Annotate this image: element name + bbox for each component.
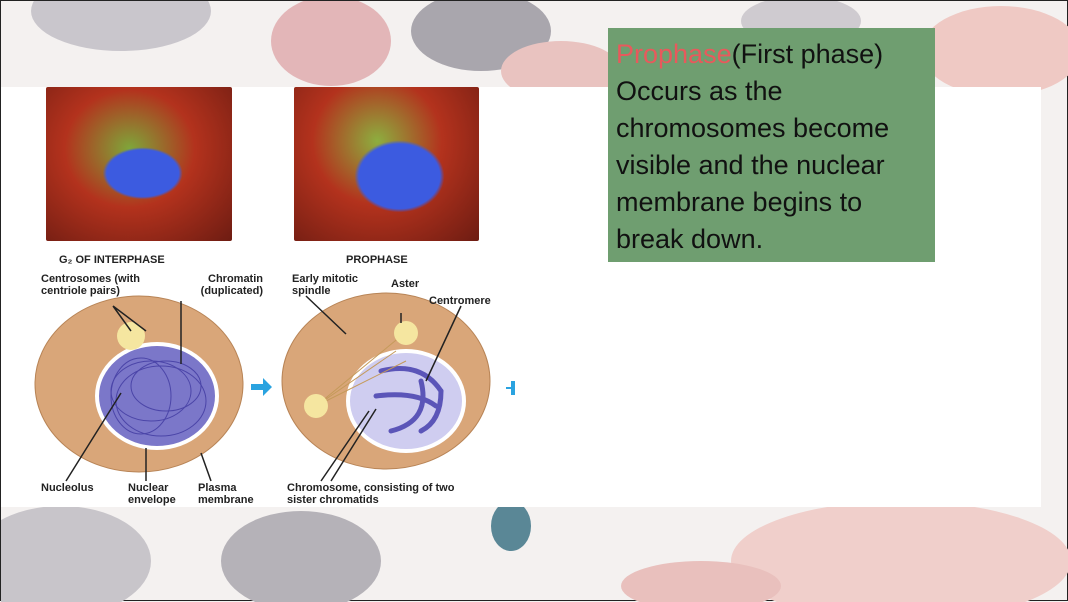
- interphase-cell: [34, 295, 244, 482]
- prophase-description-box: Prophase(First phase) Occurs as the chro…: [608, 28, 935, 262]
- label-nuclear-envelope: Nuclear envelope: [128, 482, 176, 506]
- cell-diagrams: [34, 292, 515, 482]
- label-aster: Aster: [391, 278, 420, 290]
- label-chromatin: Chromatin (duplicated): [200, 273, 263, 297]
- label-nucleolus: Nucleolus: [41, 482, 94, 494]
- phase-subtitle: (First phase): [731, 39, 884, 69]
- label-centromere: Centromere: [429, 295, 491, 307]
- prophase-title: PROPHASE: [346, 254, 408, 266]
- phase-name: Prophase: [616, 39, 732, 69]
- arrow-icon: [251, 378, 272, 396]
- phase-description: Occurs as the chromosomes become visible…: [616, 76, 890, 254]
- prophase-micrograph: [294, 87, 479, 241]
- prophase-cell: [281, 292, 491, 482]
- label-chromosome: Chromosome, consisting of two sister chr…: [287, 482, 455, 506]
- label-early-spindle: Early mitotic spindle: [292, 273, 359, 297]
- label-centrosomes: Centrosomes (with centriole pairs): [41, 273, 141, 297]
- label-plasma-membrane: Plasma membrane: [198, 482, 254, 506]
- arrow-icon: [506, 381, 515, 395]
- interphase-title: G₂ OF INTERPHASE: [59, 254, 165, 266]
- interphase-micrograph: [46, 87, 232, 241]
